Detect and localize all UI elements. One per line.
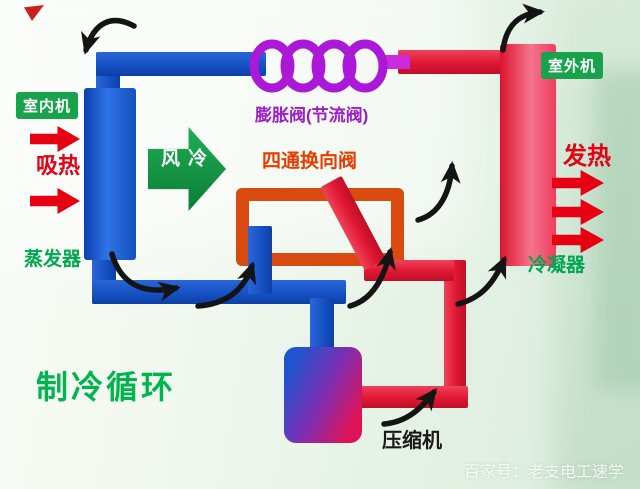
four-way-valve-label: 四通换向阀 bbox=[262, 151, 358, 172]
cold-pipe-to-compressor bbox=[310, 298, 334, 350]
cold-air-label: 冷风 bbox=[158, 148, 206, 170]
outdoor-unit-label: 室外机 bbox=[548, 58, 597, 75]
flow-arrow-icon bbox=[415, 161, 461, 223]
coil-loop bbox=[311, 39, 357, 93]
release-heat-label: 发热 bbox=[563, 143, 611, 170]
outdoor-unit-badge: 室外机 bbox=[541, 52, 604, 79]
evaporator-body bbox=[84, 88, 136, 260]
cold-pipe-top-horizontal bbox=[96, 52, 266, 76]
cold-pipe-into-valve bbox=[248, 226, 272, 294]
condenser-label: 冷凝器 bbox=[528, 255, 586, 276]
background-texture bbox=[595, 70, 640, 390]
compressor-label: 压缩机 bbox=[382, 430, 442, 452]
expansion-valve-label: 膨胀阀(节流阀) bbox=[255, 106, 369, 125]
hot-pipe-from-compressor bbox=[356, 386, 468, 408]
evaporator-label: 蒸发器 bbox=[24, 249, 82, 270]
indoor-unit-badge: 室内机 bbox=[16, 92, 79, 119]
cold-pipe-bottom-horizontal bbox=[92, 280, 346, 304]
flow-arrow-icon bbox=[81, 17, 137, 55]
absorb-heat-label: 吸热 bbox=[36, 153, 81, 178]
condenser-body bbox=[500, 44, 556, 266]
heat-out-arrow-icon bbox=[552, 199, 604, 225]
heat-out-arrow-icon bbox=[552, 170, 604, 196]
compressor-body bbox=[284, 347, 362, 443]
expansion-coil-icon bbox=[249, 39, 410, 93]
watermark: 百家号：老支电工速学 bbox=[464, 464, 625, 481]
indoor-unit-label: 室内机 bbox=[23, 98, 72, 115]
cold-air-arrow-icon: 冷风 bbox=[148, 127, 226, 211]
hot-pipe-top-horizontal bbox=[398, 50, 512, 74]
cycle-title: 制冷循环 bbox=[36, 369, 177, 405]
coil-loop bbox=[342, 39, 388, 93]
heat-in-arrow-icon bbox=[30, 188, 80, 214]
coil-loop bbox=[280, 39, 326, 93]
corner-mark-icon bbox=[24, 5, 44, 21]
